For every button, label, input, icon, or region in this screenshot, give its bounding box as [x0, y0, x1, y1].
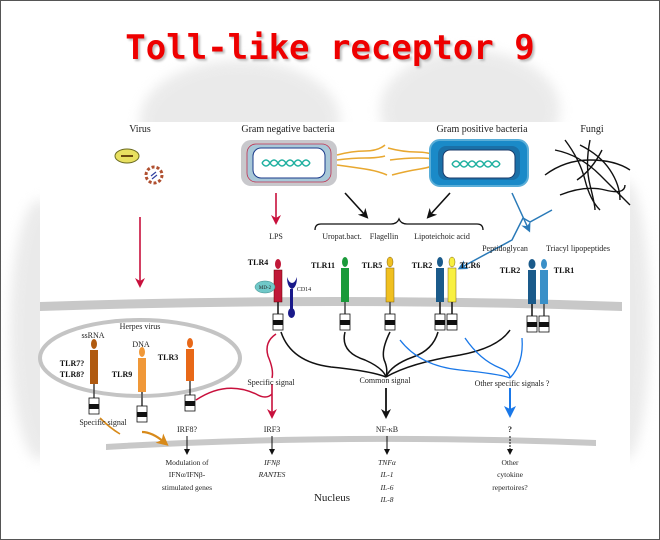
- label-gram-negative: Gram negative bacteria: [241, 124, 335, 135]
- output-unknown-line1: Other: [501, 458, 519, 467]
- output-nfkb-line4: IL-8: [380, 495, 394, 504]
- output-unknown-line2: cytokine: [497, 470, 523, 479]
- virus-icon: [114, 148, 164, 185]
- label-triacyl: Triacyl lipopeptides: [546, 244, 610, 253]
- label-other-signals: Other specific signals ?: [475, 379, 550, 388]
- receptor-tlr3: [184, 338, 196, 412]
- receptor-tlr6: [446, 256, 458, 331]
- gram-negative-bacterium-icon: [241, 140, 337, 186]
- label-tlr7: TLR7?: [60, 359, 84, 368]
- output-irf3-line2: RANTES: [258, 470, 286, 479]
- gram-positive-bacterium-icon: [429, 139, 529, 187]
- receptor-tlr5: [384, 256, 396, 331]
- label-uropat: Uropat.bact.: [322, 232, 362, 241]
- arrow-gram-neg-ligands: [344, 192, 369, 219]
- other-signal-lines: [399, 337, 523, 379]
- label-tlr6: TLR6: [460, 261, 480, 270]
- arrow-peptidoglycan-triacyl: [511, 192, 531, 233]
- fungi-icon: [544, 139, 631, 211]
- label-tlr4: TLR4: [248, 258, 268, 267]
- label-tlr2-b: TLR2: [500, 266, 520, 275]
- output-irf8-line2: IFNα/IFNβ-: [169, 470, 206, 479]
- label-irf3: IRF3: [264, 425, 280, 434]
- label-ssrna: ssRNA: [81, 331, 104, 340]
- output-irf8-line1: Modulation of: [165, 458, 209, 467]
- label-fungi: Fungi: [580, 124, 604, 135]
- label-nucleus: Nucleus: [314, 492, 350, 504]
- nuclear-membrane: [106, 435, 596, 450]
- label-tlr8: TLR8?: [60, 370, 84, 379]
- common-signal-lines: [280, 329, 511, 378]
- receptor-tlr11: [339, 257, 351, 331]
- label-flagellin: Flagellin: [370, 232, 398, 241]
- output-nfkb-line1: TNFα: [378, 458, 397, 467]
- label-specific-signal-mid: Specific signal: [247, 378, 295, 387]
- label-tlr5: TLR5: [362, 261, 382, 270]
- label-tlr1: TLR1: [554, 266, 574, 275]
- flagella-icon: [336, 144, 437, 176]
- label-dna: DNA: [132, 340, 150, 349]
- receptor-tlr4: [272, 259, 284, 331]
- label-peptidoglycan: Peptidoglycan: [482, 244, 528, 253]
- ligand-brace: [314, 217, 484, 231]
- label-tlr3: TLR3: [158, 353, 178, 362]
- cd14-molecule: [287, 277, 297, 318]
- label-common-signal: Common signal: [360, 376, 412, 385]
- label-lipoteichoic: Lipoteichoic acid: [414, 232, 470, 241]
- output-irf8-line3: stimulated genes: [162, 483, 212, 492]
- signal-line-tlr4-specific: [266, 333, 277, 379]
- label-tlr2-a: TLR2: [412, 261, 432, 270]
- md2-molecule: [254, 280, 276, 294]
- label-irf8: IRF8?: [177, 425, 197, 434]
- receptor-tlr2-a: [434, 257, 446, 331]
- arrow-fungi-tlr6: [457, 209, 553, 270]
- label-virus: Virus: [129, 124, 151, 135]
- label-md2: MD-2: [259, 286, 272, 291]
- plasma-membrane: [40, 297, 622, 311]
- output-nfkb-line3: IL-6: [380, 483, 394, 492]
- signal-line-tlr3: [195, 387, 273, 401]
- slide-title: Toll-like receptor 9: [125, 28, 535, 68]
- label-herpes: Herpes virus: [120, 322, 161, 331]
- receptor-tlr2-b: [526, 259, 538, 333]
- label-tlr9: TLR9: [112, 370, 132, 379]
- label-gram-positive: Gram positive bacteria: [436, 124, 528, 135]
- receptor-tlr1: [538, 259, 550, 333]
- receptor-tlr9: [136, 347, 148, 423]
- label-tlr11: TLR11: [311, 261, 335, 270]
- output-irf3-line1: IFNβ: [263, 458, 280, 467]
- output-nfkb-line2: IL-1: [380, 470, 394, 479]
- receptor-tlr7-8: [88, 339, 100, 415]
- label-unknown-factor: ?: [508, 425, 512, 434]
- signal-line-tlr78: [99, 417, 121, 435]
- label-cd14: CD14: [297, 287, 311, 293]
- endosome-ellipse: [38, 318, 242, 398]
- arrow-to-irf8: [141, 430, 169, 446]
- label-nfkb: NF-κB: [376, 425, 398, 434]
- label-lps: LPS: [269, 232, 283, 241]
- arrow-gram-pos-ligands: [426, 192, 451, 219]
- output-unknown-line3: repertoires?: [492, 483, 528, 492]
- label-specific-signal-left: Specific signal: [79, 418, 127, 427]
